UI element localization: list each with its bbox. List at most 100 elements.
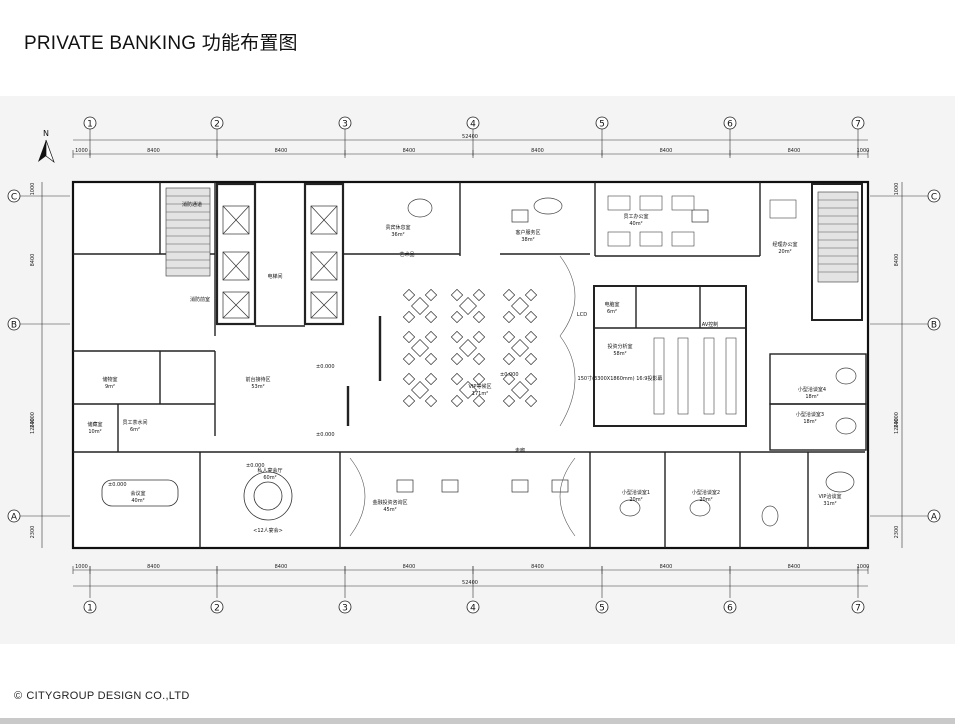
lounge-table xyxy=(411,381,429,399)
lounge-table xyxy=(511,339,529,357)
axis-label-top: 7 xyxy=(855,120,861,130)
axis-label-top: 6 xyxy=(727,120,733,130)
lounge-chair xyxy=(472,394,486,408)
lounge-chair xyxy=(472,352,486,366)
side-dim-label: 24000 xyxy=(30,412,36,428)
axis-label-bottom: 6 xyxy=(727,604,733,614)
room-label: 电梯间 xyxy=(267,273,282,280)
elevation-mark: ±0.000 xyxy=(246,463,265,469)
room-area: 6m² xyxy=(607,309,617,315)
lounge-chair xyxy=(502,330,516,344)
axis-bubble xyxy=(210,116,224,130)
stair-right xyxy=(817,191,859,283)
axis-bubble xyxy=(851,116,865,130)
lounge-chair xyxy=(524,310,538,324)
room-label: VIP等候区 xyxy=(469,383,492,390)
top-dim-label: 8400 xyxy=(403,148,416,154)
elevator-cars xyxy=(222,205,338,319)
top-dim-label: 1000 xyxy=(75,148,88,154)
room-label: 经理办公室 xyxy=(772,241,797,248)
axis-label-bottom: 3 xyxy=(342,604,348,614)
lounge-chair xyxy=(472,288,486,302)
room-label: 投资分析室 xyxy=(607,343,632,350)
axis-bubble xyxy=(595,600,609,614)
company-name: CITYGROUP DESIGN CO.,LTD xyxy=(26,690,190,702)
sofa xyxy=(551,479,569,493)
lounge-table xyxy=(459,339,477,357)
room-label: 贵宾休息室 xyxy=(385,224,410,231)
sofa xyxy=(511,479,529,493)
side-dim-label: 12600 xyxy=(30,418,36,434)
lounge-chair xyxy=(502,372,516,386)
bottom-dim-label: 8400 xyxy=(275,564,288,570)
screening-seats xyxy=(653,337,737,415)
room-label: VIP洽谈室 xyxy=(819,493,842,500)
room-label: 电脑室 xyxy=(604,301,619,308)
room-label: 艺术品 xyxy=(399,251,414,258)
lounge-chair xyxy=(524,352,538,366)
meeting-table xyxy=(101,479,179,507)
lounge-chair xyxy=(402,352,416,366)
north-arrow-icon xyxy=(45,139,55,163)
room-area: 40m² xyxy=(131,498,144,504)
axis-label-bottom: 5 xyxy=(599,604,605,614)
bottom-dim-label: 8400 xyxy=(531,564,544,570)
north-label: N xyxy=(43,129,49,138)
lounge-table xyxy=(411,297,429,315)
lounge-chair xyxy=(402,330,416,344)
elevation-mark: ±0.000 xyxy=(500,372,519,378)
bottom-total-label: 52400 xyxy=(462,580,478,586)
lounge-chair xyxy=(472,310,486,324)
room-label: 客户服务区 xyxy=(515,229,540,236)
side-dim-label: 2300 xyxy=(30,526,36,539)
lounge-table xyxy=(511,381,529,399)
room-label: AV控制 xyxy=(702,321,719,328)
lounge-chair xyxy=(450,394,464,408)
room-label: 小型洽谈室1 xyxy=(622,489,650,496)
room-area: 40m² xyxy=(629,221,642,227)
lounge-chair xyxy=(424,288,438,302)
lounge-chair xyxy=(450,310,464,324)
bottom-dim-label: 1000 xyxy=(75,564,88,570)
axis-label-right: C xyxy=(931,193,937,203)
axis-label-top: 1 xyxy=(87,120,93,130)
room-area: 31m² xyxy=(823,501,836,507)
axis-label-left: C xyxy=(11,193,17,203)
room-area: 20m² xyxy=(778,249,791,255)
side-dim-label: 8400 xyxy=(894,254,900,267)
lounge-chair xyxy=(424,394,438,408)
axis-label-top: 4 xyxy=(470,120,476,130)
room-area: 18m² xyxy=(805,394,818,400)
axis-bubble xyxy=(210,600,224,614)
room-labels: 前台接待区53m²电梯间消防前室消防通道VIP等候区171m²投资分析室58m²… xyxy=(87,201,841,534)
room-label: 储物室 xyxy=(102,376,117,383)
axis-bubble xyxy=(723,116,737,130)
room-label: 小型洽谈室3 xyxy=(796,411,824,418)
bottom-dim-label: 8400 xyxy=(788,564,801,570)
top-dim-label: 8400 xyxy=(531,148,544,154)
door-swings xyxy=(349,255,576,537)
footer: ©CITYGROUP DESIGN CO.,LTD xyxy=(14,690,190,702)
axis-label-top: 2 xyxy=(214,120,220,130)
lounge-chair xyxy=(450,352,464,366)
room-label: 小型洽谈室2 xyxy=(692,489,720,496)
lounge-table xyxy=(411,339,429,357)
elevation-mark: ±0.000 xyxy=(316,364,335,370)
lounge-chair xyxy=(450,372,464,386)
axis-label-right: B xyxy=(931,321,937,331)
copyright-icon: © xyxy=(14,690,23,702)
top-dim-label: 8400 xyxy=(788,148,801,154)
room-area: 20m² xyxy=(629,497,642,503)
room-area: 58m² xyxy=(613,351,626,357)
room-label: 会议室 xyxy=(130,490,145,497)
room-label: 私人宴会厅 xyxy=(257,467,282,474)
axis-label-top: 5 xyxy=(599,120,605,130)
room-area: 9m² xyxy=(105,384,115,390)
lounge-chair xyxy=(472,330,486,344)
lounge-chair xyxy=(502,288,516,302)
room-label: <12人宴会> xyxy=(253,527,283,534)
room-area: 36m² xyxy=(391,232,404,238)
room-area: 45m² xyxy=(383,507,396,513)
sofa xyxy=(511,209,529,223)
round-tables xyxy=(407,197,857,527)
